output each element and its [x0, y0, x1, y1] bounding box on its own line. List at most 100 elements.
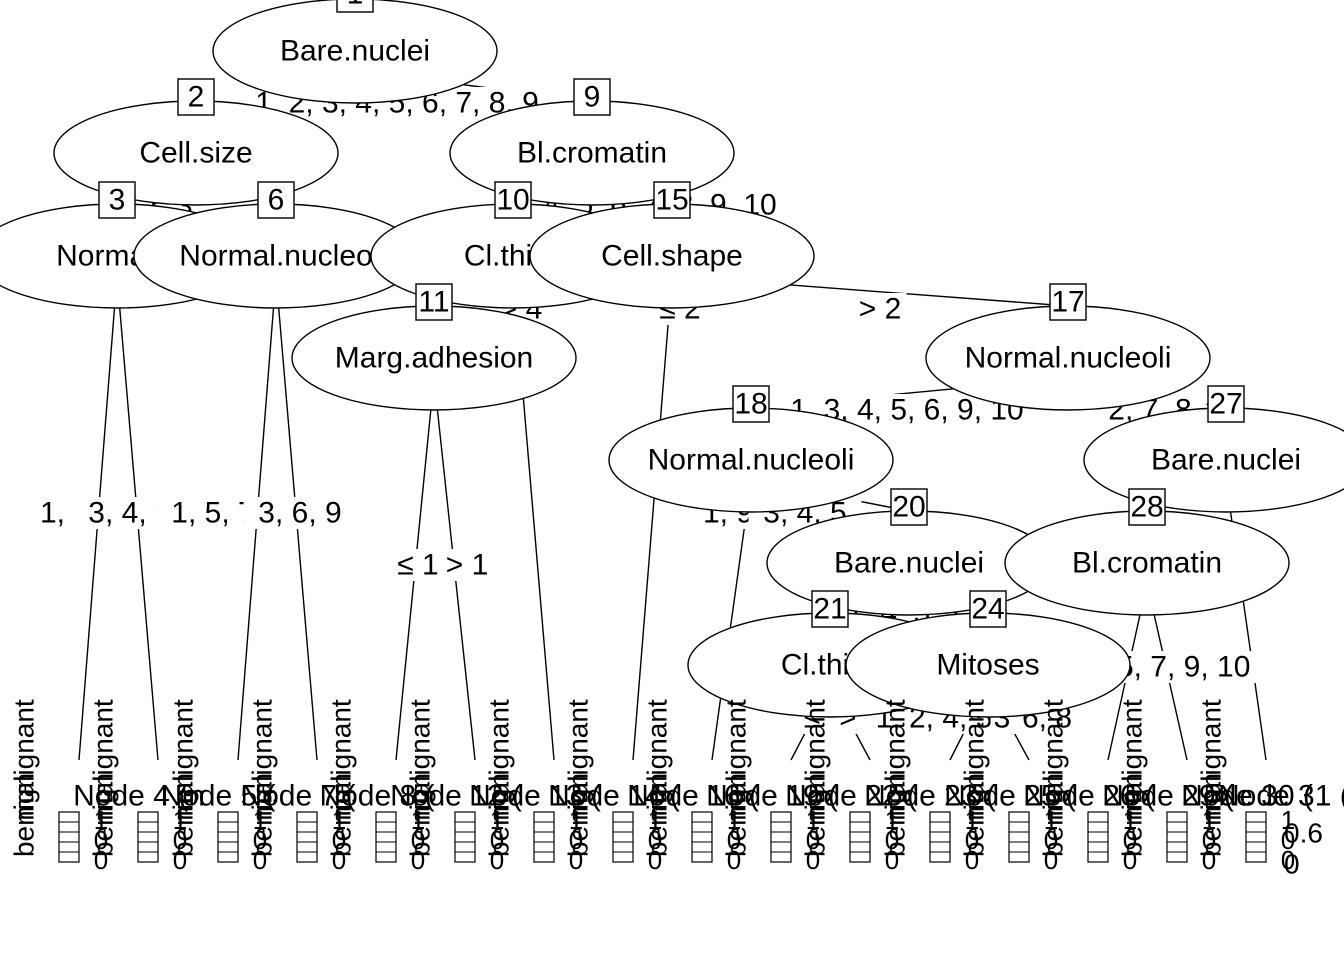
terminal-node-label: Node 14 (: [548, 780, 680, 813]
terminal-node-label: Node 13 (: [469, 780, 601, 813]
edge-label: ≤ 1: [397, 549, 438, 582]
bar-category-malignant: malignant: [168, 699, 199, 821]
terminal-node-label: Node 29 (: [1102, 780, 1234, 813]
bar-category-malignant: malignant: [800, 699, 831, 821]
bar-tick-digit: 0: [569, 825, 583, 855]
node-id: 10: [496, 184, 529, 217]
bar-category-malignant: malignant: [721, 699, 752, 821]
node-variable-label: Marg.adhesion: [335, 342, 533, 375]
node-id: 21: [813, 593, 846, 626]
terminal-bar-frame: [58, 811, 80, 863]
terminal-node-label: Node 16 (: [627, 780, 759, 813]
node-id: 2: [188, 81, 205, 114]
terminal-bar-frame: [533, 811, 555, 863]
bar-tick-digit: 0: [253, 845, 267, 875]
bar-tick-digit: 0: [1123, 845, 1137, 875]
bar-tick-digit: 0: [648, 825, 662, 855]
inner-node-15: Cell.shape 15: [529, 181, 815, 309]
terminal-bar-frame: [1245, 811, 1267, 863]
node-variable-label: Cell.shape: [601, 240, 743, 273]
terminal-node-label: Node 5 (: [160, 780, 275, 813]
terminal-bar-frame: [929, 811, 951, 863]
node-id-box: [1128, 488, 1166, 526]
node-id: 17: [1051, 286, 1084, 319]
node-id: 24: [971, 593, 1004, 626]
terminal-bar-frame: [217, 811, 239, 863]
terminal-bar-frame: [691, 811, 713, 863]
node-id-box: [653, 181, 691, 219]
bar-category-malignant: malignant: [642, 699, 673, 821]
bar-tick-digit: 1: [569, 805, 583, 835]
bar-tick-digit: 1: [490, 805, 504, 835]
bar-tick-digit: 0: [885, 825, 899, 855]
terminal-bar-frame: [770, 811, 792, 863]
bar-tick-digit: 0: [1281, 825, 1295, 855]
node-id: 15: [655, 184, 688, 217]
bar-tick-digit: 0: [727, 825, 741, 855]
node-id: 27: [1209, 388, 1242, 421]
bar-tick-digit: 1: [885, 805, 899, 835]
bar-tick-digit: 1: [1044, 805, 1058, 835]
bar-category-benign: benign: [1117, 773, 1148, 857]
node-id: 28: [1130, 491, 1163, 524]
bar-tick-digit: 0: [332, 845, 346, 875]
bar-category-malignant: malignant: [326, 699, 357, 821]
bar-tick-digit: 0: [253, 825, 267, 855]
inner-node-2: Cell.size 2: [53, 78, 339, 206]
edge-label: 1, 5, 7: [171, 497, 254, 530]
bar-tick-digit: 0: [569, 845, 583, 875]
bar-tick-digit: 0: [965, 845, 979, 875]
terminal-node-label: Node 23 (: [864, 780, 996, 813]
bar-tick-digit: 0: [1123, 825, 1137, 855]
bar-category-benign: benign: [800, 773, 831, 857]
edge-label: 3, 6, 9: [258, 497, 341, 530]
bar-tick-digit: 0: [727, 845, 741, 875]
bar-tick-digit: 1: [173, 805, 187, 835]
bar-category-benign: benign: [1038, 773, 1069, 857]
bar-tick-digit: 1: [332, 805, 346, 835]
bar-category-benign: benign: [405, 773, 436, 857]
bar-tick-digit: 1: [253, 805, 267, 835]
node-id-box: [98, 181, 136, 219]
terminal-bar-frame: [849, 811, 871, 863]
terminal-bar-frame: [454, 811, 476, 863]
bar-category-benign: benign: [484, 773, 515, 857]
node-variable-label: Bl.cromatin: [1072, 547, 1222, 580]
node-id-box: [177, 78, 215, 116]
bar-category-malignant: malignant: [959, 699, 990, 821]
terminal-bar-frame: [1166, 811, 1188, 863]
inner-node-27: Bare.nuclei 27: [1083, 385, 1344, 513]
bar-tick-digit: 1: [411, 805, 425, 835]
bar-tick-digit: 0: [1044, 825, 1058, 855]
bar-category-benign: benign: [563, 773, 594, 857]
node-id-box: [890, 488, 928, 526]
bar-category-malignant: malignant: [1196, 699, 1227, 821]
node-variable-label: Bare.nuclei: [280, 35, 430, 68]
bar-tick-digit: 0: [332, 825, 346, 855]
bar-category-benign: benign: [642, 773, 673, 857]
bar-category-malignant: malignant: [247, 699, 278, 821]
bar-category-malignant: malignant: [1117, 699, 1148, 821]
bar-category-malignant: malignant: [880, 699, 911, 821]
terminal-node-label: Node 19 (: [706, 780, 838, 813]
node-variable-label: Cell.size: [139, 137, 252, 170]
terminal-node-label: Node 7 (: [240, 780, 355, 813]
bar-tick-digit: 1: [727, 805, 741, 835]
bar-tick-digit: 1: [648, 805, 662, 835]
bar-tick-digit: 0: [490, 825, 504, 855]
bar-tick-digit: 0: [1202, 825, 1216, 855]
node-id-box: [494, 181, 532, 219]
node-variable-label: Bare.nuclei: [1151, 444, 1301, 477]
node-id-box: [415, 283, 453, 321]
bar-tick-digit: 1: [94, 805, 108, 835]
